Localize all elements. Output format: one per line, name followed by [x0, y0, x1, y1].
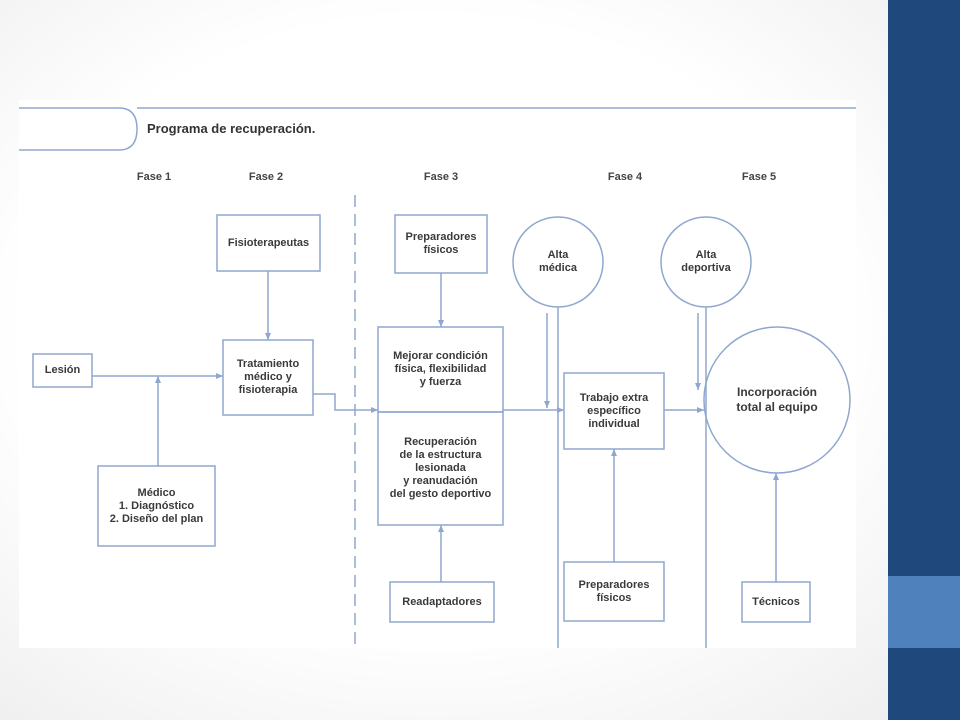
- tecnicos-label: Técnicos: [752, 595, 800, 608]
- recuperacion-label: Recuperación de la estructura lesionada …: [389, 436, 492, 500]
- medico-box: [97, 465, 216, 547]
- phase-2-label: Fase 2: [248, 170, 284, 183]
- lesion-box: [32, 353, 93, 388]
- alta-deportiva-label: Alta deportiva: [681, 249, 731, 274]
- phase-5-label: Fase 5: [741, 170, 777, 183]
- recovery-program-diagram: Programa de recuperación. Fase 1 Fase 2 …: [19, 100, 856, 648]
- trabajo-extra-label: Trabajo extra específico individual: [579, 391, 649, 430]
- readaptadores-box: [389, 581, 495, 623]
- flow-tratamiento-fase3: [313, 393, 378, 413]
- phase-3-label: Fase 3: [423, 170, 459, 183]
- diagram-title: Programa de recuperación.: [147, 120, 316, 136]
- phase-1-label: Fase 1: [136, 170, 172, 183]
- alta-medica-label: Alta médica: [539, 249, 577, 274]
- incorporacion-label: Incorporación total al equipo: [736, 385, 818, 414]
- readaptadores-label: Readaptadores: [402, 595, 482, 608]
- fisioterapeutas-label: Fisioterapeutas: [227, 236, 310, 249]
- tratamiento-label: Tratamiento médico y fisioterapia: [236, 358, 300, 396]
- title-tab: [19, 107, 138, 151]
- diagram-graphics: [19, 107, 856, 648]
- medico-label: Médico 1. Diagnóstico 2. Diseño del plan: [109, 486, 204, 525]
- lesion-label: Lesión: [44, 364, 81, 376]
- side-accent-block: [888, 576, 960, 648]
- preparadores-fase4-label: Preparadores físicos: [578, 578, 650, 604]
- phase-4-label: Fase 4: [607, 170, 643, 183]
- preparadores-fase3-label: Preparadores físicos: [405, 231, 477, 256]
- mejorar-label: Mejorar condición física, flexibilidad y…: [393, 350, 488, 388]
